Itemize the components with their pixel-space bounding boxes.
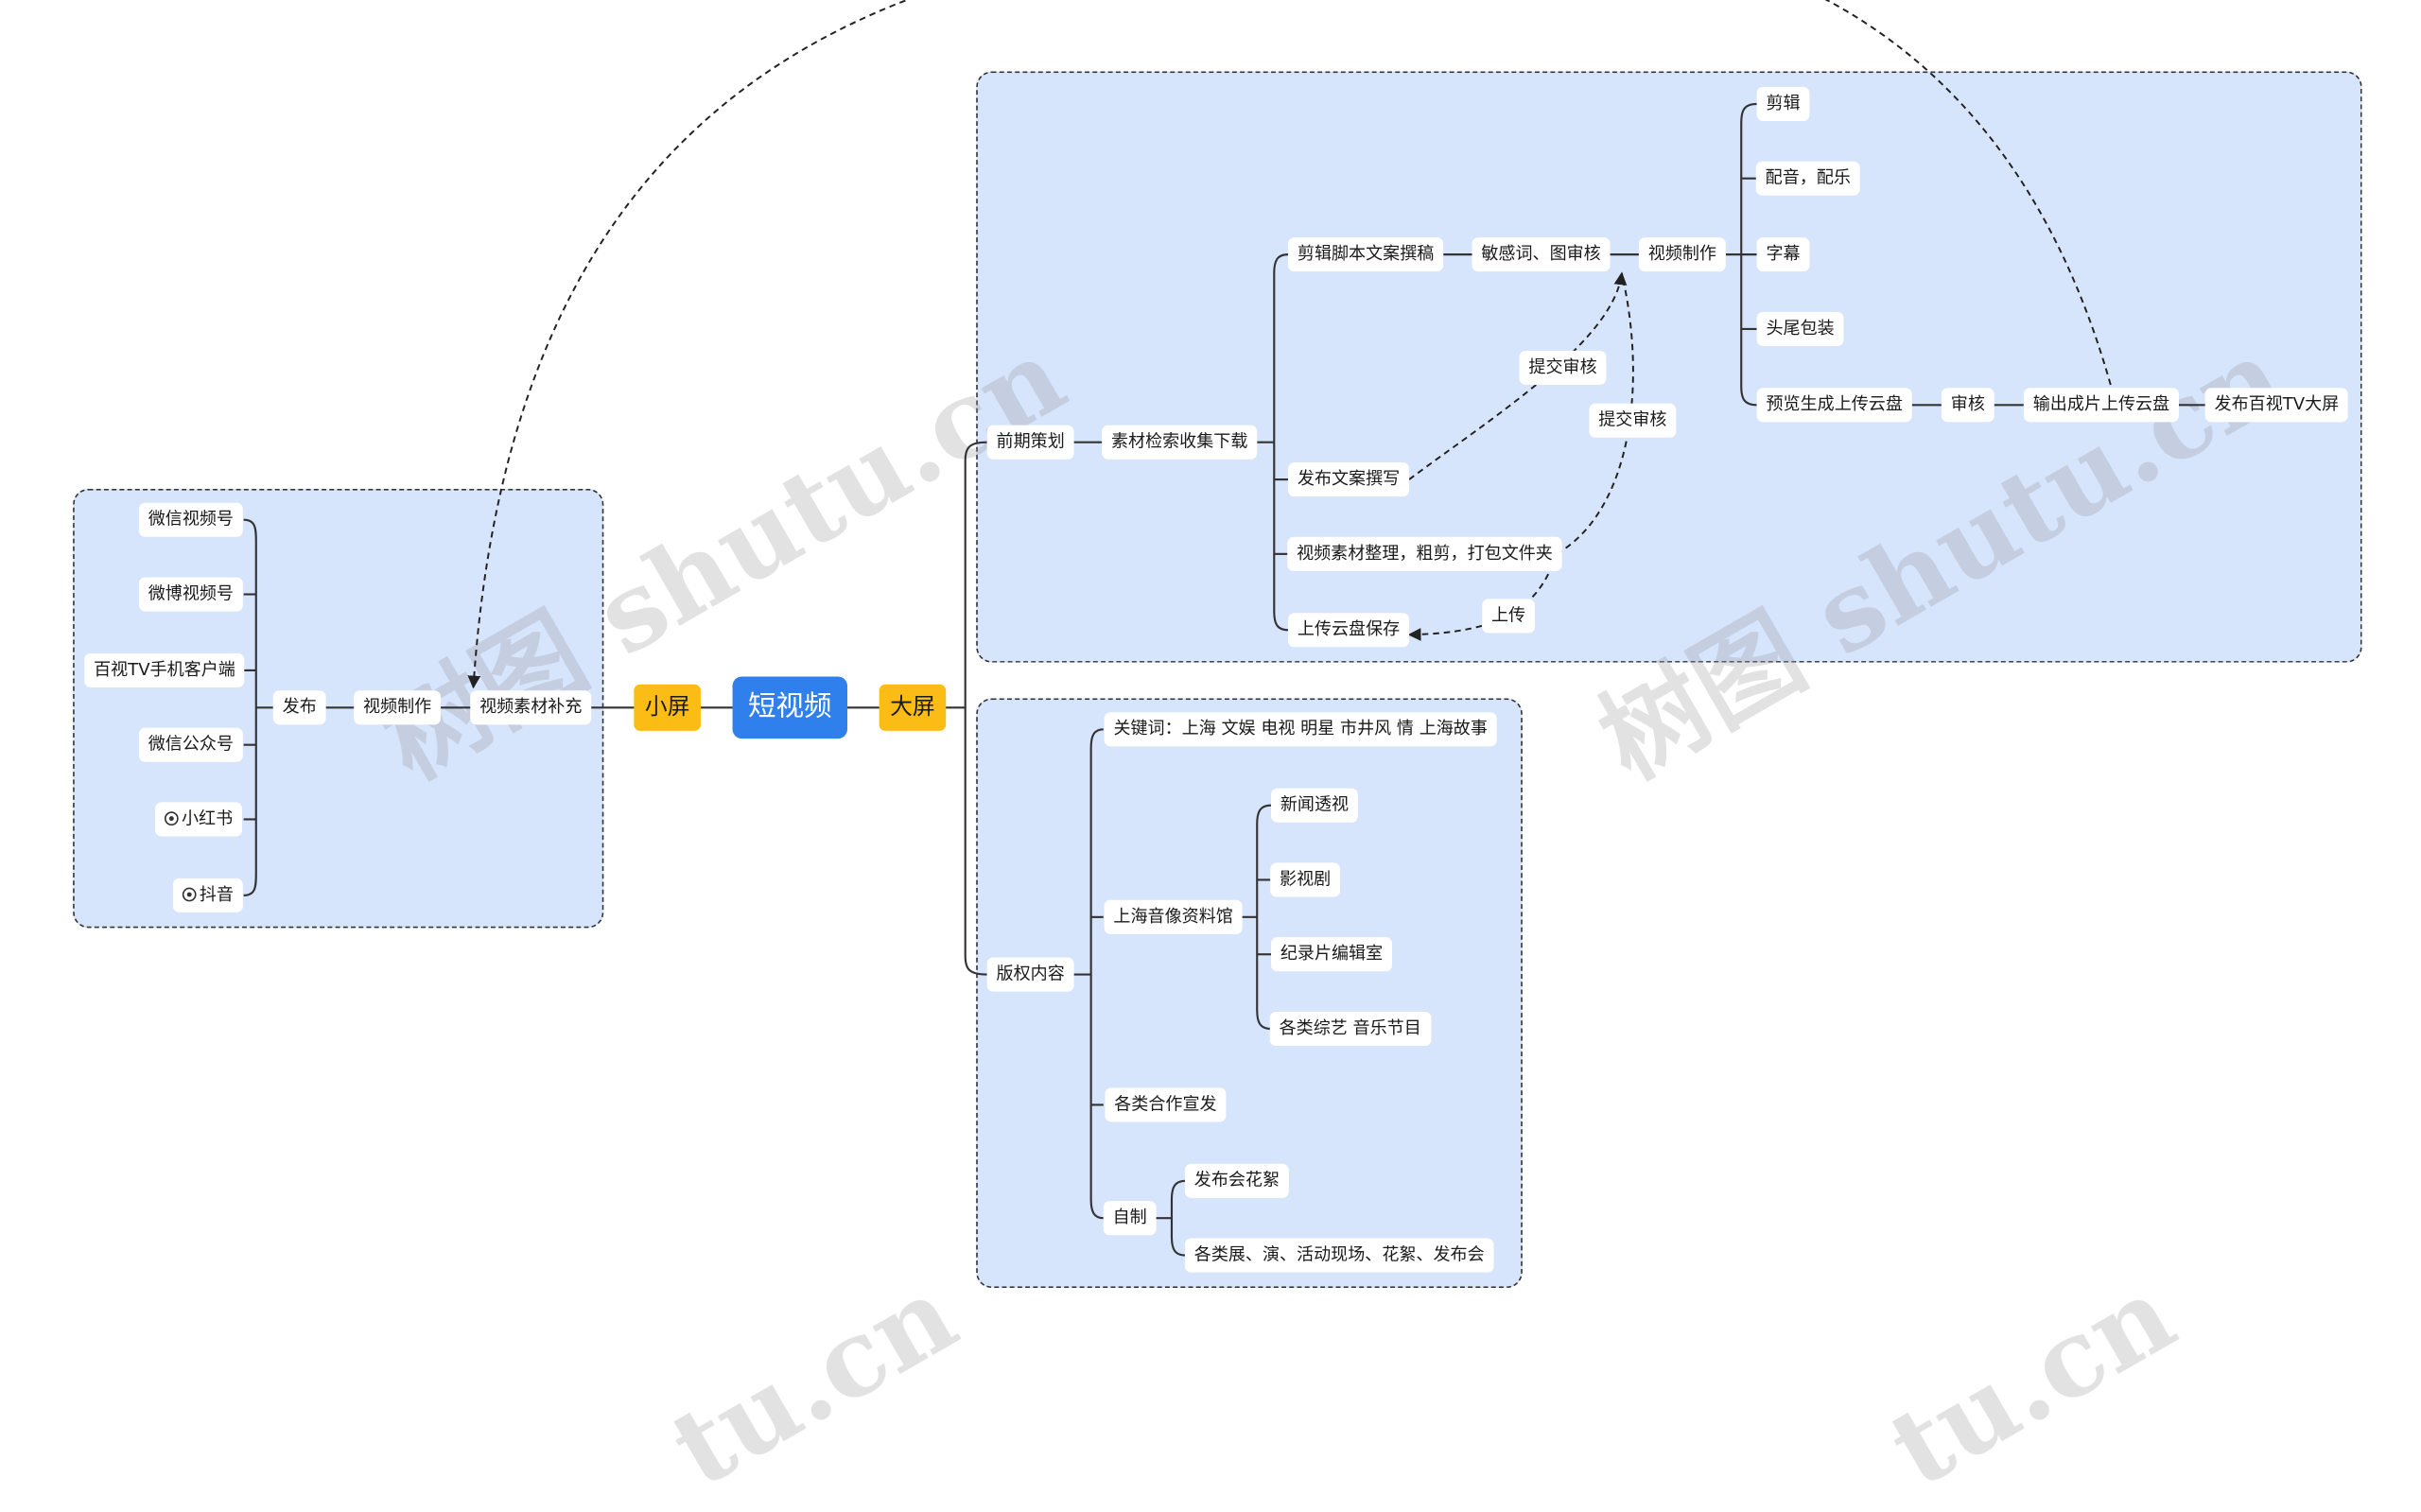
subtitle-node[interactable]: 字幕 [1756,237,1810,272]
documentary-node[interactable]: 纪录片编辑室 [1271,937,1393,972]
small-video-make-node[interactable]: 视频制作 [354,690,442,725]
upload-label: 上传 [1482,599,1535,634]
launch-node[interactable]: 发布会花絮 [1184,1163,1289,1198]
submit-review-label-1: 提交审核 [1519,350,1607,385]
copyright-node[interactable]: 版权内容 [986,957,1074,992]
output-node[interactable]: 输出成片上传云盘 [2023,388,2180,423]
coop-node[interactable]: 各类合作宣发 [1105,1087,1227,1122]
publish-tv-node[interactable]: 发布百视TV大屏 [2204,388,2349,423]
dub-node[interactable]: 配音，配乐 [1755,161,1860,196]
platform-bestv-app[interactable]: 百视TV手机客户端 [84,652,245,687]
cloud-save-node[interactable]: 上传云盘保存 [1288,613,1410,648]
copyright-region [976,698,1523,1289]
platform-wechat-channels[interactable]: 微信视频号 [138,502,243,537]
review-node[interactable]: 审核 [1941,388,1994,423]
target-icon [182,887,197,902]
keywords-node[interactable]: 关键词：上海 文娱 电视 明星 市井风 情 上海故事 [1104,712,1497,747]
cut-node[interactable]: 剪辑 [1756,86,1810,122]
news-node[interactable]: 新闻透视 [1271,788,1358,823]
variety-node[interactable]: 各类综艺 音乐节目 [1269,1011,1431,1047]
organize-node[interactable]: 视频素材整理，粗剪，打包文件夹 [1287,536,1562,571]
package-node[interactable]: 头尾包装 [1756,311,1844,346]
collect-node[interactable]: 素材检索收集下载 [1102,425,1258,460]
pre-planning-region [976,71,2362,663]
video-supplement-node[interactable]: 视频素材补充 [470,690,592,725]
big-screen-node[interactable]: 大屏 [879,684,947,731]
target-icon [164,811,179,826]
pre-video-make-node[interactable]: 视频制作 [1638,237,1726,272]
archive-node[interactable]: 上海音像资料馆 [1104,899,1243,934]
pre-planning-node[interactable]: 前期策划 [986,425,1074,460]
platform-xiaohongshu-label: 小红书 [182,808,234,829]
platform-douyin[interactable]: 抖音 [172,878,243,912]
platform-wechat-official[interactable]: 微信公众号 [138,727,243,762]
self-made-node[interactable]: 自制 [1103,1201,1157,1236]
platform-weibo-video[interactable]: 微博视频号 [138,577,243,612]
root-node[interactable]: 短视频 [732,676,848,739]
events-node[interactable]: 各类展、演、活动现场、花絮、发布会 [1184,1238,1494,1273]
preview-node[interactable]: 预览生成上传云盘 [1756,388,1912,423]
platform-douyin-label: 抖音 [199,884,234,905]
script-node[interactable]: 剪辑脚本文案撰稿 [1288,237,1444,272]
small-screen-node[interactable]: 小屏 [634,684,701,731]
connector-lines [243,0,2207,1257]
platform-xiaohongshu[interactable]: 小红书 [155,802,243,837]
publish-copy-node[interactable]: 发布文案撰写 [1288,462,1410,497]
drama-node[interactable]: 影视剧 [1270,862,1341,897]
small-publish-node[interactable]: 发布 [272,690,326,725]
mindmap-canvas: 树图 shutu.cn 树图 shutu.cn tu.cn tu.cn [73,0,2362,1512]
sensitive-review-node[interactable]: 敏感词、图审核 [1472,237,1611,272]
submit-review-label-2: 提交审核 [1589,403,1677,438]
